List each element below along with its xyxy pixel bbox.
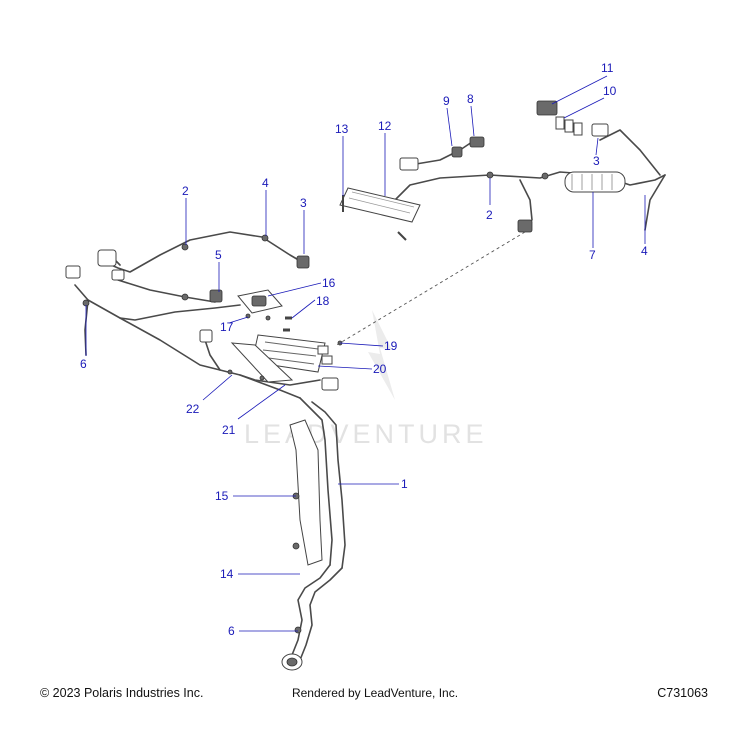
watermark-logo-icon — [368, 310, 395, 400]
front-harness-sheath[interactable] — [281, 397, 346, 671]
relay-icon — [469, 136, 485, 148]
callout-4-right[interactable]: 4 — [641, 244, 648, 258]
callout-15[interactable]: 15 — [215, 489, 229, 503]
callout-2-left[interactable]: 2 — [182, 184, 189, 198]
control-module[interactable] — [237, 289, 283, 314]
rear-harness[interactable] — [394, 123, 666, 233]
watermark-text: LEADVENTURE — [244, 419, 488, 449]
callout-labels: 11 10 9 8 13 12 3 2 4 3 2 7 4 5 16 18 17… — [80, 61, 648, 638]
callout-5[interactable]: 5 — [215, 248, 222, 262]
copyright-text: © 2023 Polaris Industries Inc. — [40, 686, 204, 700]
main-harness[interactable] — [65, 231, 339, 399]
callout-22[interactable]: 22 — [186, 402, 200, 416]
callout-2-right[interactable]: 2 — [486, 208, 493, 222]
callout-6-left[interactable]: 6 — [80, 357, 87, 371]
callout-17[interactable]: 17 — [220, 320, 234, 334]
connector-icon — [209, 289, 223, 303]
harness-sheath — [564, 171, 626, 193]
callout-19[interactable]: 19 — [384, 339, 398, 353]
callout-16[interactable]: 16 — [322, 276, 336, 290]
callout-20[interactable]: 20 — [373, 362, 387, 376]
light-bar[interactable] — [339, 187, 421, 223]
callout-3-upper-right[interactable]: 3 — [593, 154, 600, 168]
callout-10[interactable]: 10 — [603, 84, 617, 98]
callout-11[interactable]: 11 — [601, 61, 614, 75]
leader-lines — [85, 75, 646, 632]
connector-icon — [97, 249, 117, 267]
mounting-bracket — [230, 342, 294, 383]
callout-4-left[interactable]: 4 — [262, 176, 269, 190]
callout-8[interactable]: 8 — [467, 92, 474, 106]
fuse-block — [555, 116, 583, 136]
callout-13[interactable]: 13 — [335, 122, 349, 136]
diagram-code: C731063 — [657, 686, 708, 700]
callout-3-left[interactable]: 3 — [300, 196, 307, 210]
callout-21[interactable]: 21 — [222, 423, 236, 437]
callout-18[interactable]: 18 — [316, 294, 330, 308]
connector-icon — [65, 265, 81, 279]
connector-icon — [517, 219, 533, 233]
callout-12[interactable]: 12 — [378, 119, 392, 133]
callout-6-bottom[interactable]: 6 — [228, 624, 235, 638]
callout-14[interactable]: 14 — [220, 567, 234, 581]
switch-icon — [536, 100, 558, 116]
callout-9[interactable]: 9 — [443, 94, 450, 108]
callout-7[interactable]: 7 — [589, 248, 596, 262]
watermark: LEADVENTURE — [244, 310, 488, 449]
relay-icon — [451, 146, 463, 158]
callout-1[interactable]: 1 — [401, 477, 408, 491]
rendered-by-text: Rendered by LeadVenture, Inc. — [291, 686, 459, 700]
